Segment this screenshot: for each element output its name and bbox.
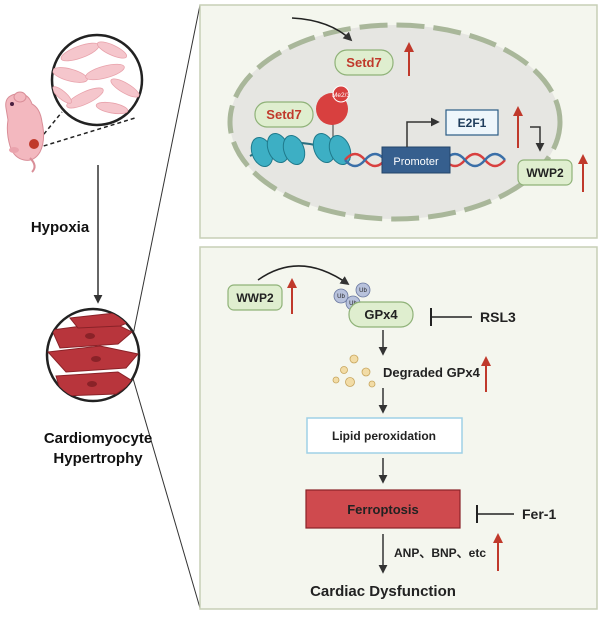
outcome-label-line1: Cardiomyocyte	[44, 430, 152, 447]
degraded-fragments-icon	[332, 354, 376, 388]
promoter-box	[381, 146, 451, 174]
degraded-gpx4-label: Degraded GPx4	[383, 365, 481, 380]
ferroptosis-label: Ferroptosis	[347, 502, 419, 517]
zoom-line-bottom	[131, 374, 201, 609]
setd7-box-bound	[254, 101, 314, 128]
e2f1-label: E2F1	[458, 116, 487, 130]
wwp2-box-bottom	[227, 284, 283, 311]
e2f1-box	[445, 109, 499, 136]
tissue-circle-hypertrophy	[45, 307, 141, 403]
markers-label: ANP、BNP、etc	[394, 546, 486, 560]
gpx4-box	[348, 301, 414, 328]
gpx4-label: GPx4	[364, 307, 398, 322]
setd7-label-bound: Setd7	[266, 107, 301, 122]
transcription-arrow	[406, 117, 440, 147]
ub-label-3: Ub	[359, 288, 367, 294]
e2f1-to-wwp2-arrow	[530, 126, 545, 152]
mouse-pup-icon	[5, 91, 45, 173]
rsl3-label: RSL3	[480, 309, 516, 325]
nucleus	[227, 22, 563, 222]
hypoxia-label: Hypoxia	[31, 219, 90, 236]
tissue-circle-normal	[50, 33, 144, 127]
setd7-label-top: Setd7	[346, 55, 381, 70]
methyl-label: Me2/3	[332, 92, 350, 99]
wwp2-label-top: WWP2	[526, 166, 564, 180]
fer1-label: Fer-1	[522, 506, 556, 522]
promoter-label: Promoter	[393, 156, 439, 168]
wwp2-box-top	[517, 159, 573, 186]
lipid-peroxidation-label: Lipid peroxidation	[332, 429, 436, 443]
lipid-peroxidation-box	[306, 417, 463, 454]
methyl-badge	[332, 85, 350, 103]
zoom-line-dashed-2	[36, 117, 136, 149]
ub-label-1: Ub	[337, 294, 345, 300]
zoom-line-top	[131, 4, 201, 341]
wwp2-label-bottom: WWP2	[236, 291, 274, 305]
nucleosomes	[249, 132, 352, 168]
nuclear-import-arrow	[291, 17, 353, 42]
setd7-box-top	[334, 49, 394, 76]
outcome-label-line2: Hypertrophy	[53, 450, 143, 467]
cardiac-dysfunction-label: Cardiac Dysfunction	[310, 583, 456, 600]
ferroptosis-box	[305, 489, 461, 529]
ubiquitination-arrow	[257, 265, 350, 286]
